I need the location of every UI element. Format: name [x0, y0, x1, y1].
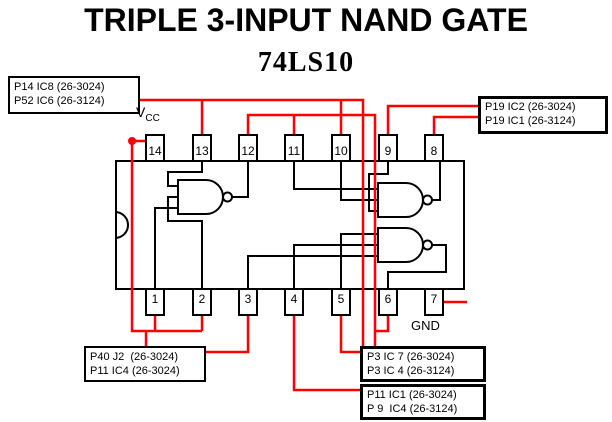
label-line: P19 IC1 (26-3124): [485, 115, 576, 127]
red-wire-bus-to-pin6: [375, 316, 390, 333]
pin-9: 9: [378, 134, 398, 162]
label-line: P14 IC8 (26-3024): [14, 81, 105, 93]
pin-3: 3: [238, 288, 258, 316]
label-line: P40 J2 (26-3024): [90, 351, 179, 363]
vcc-subscript: CC: [145, 112, 160, 124]
pin-14: 14: [145, 134, 165, 162]
red-wire-pin5-to-bottom-mid-box: [339, 316, 360, 354]
pin-5: 5: [331, 288, 351, 316]
chip-part-number: 74LS10: [257, 47, 355, 78]
pin-6: 6: [378, 288, 398, 316]
gnd-label: GND: [411, 318, 440, 333]
vcc-junction-dot: [128, 137, 136, 145]
red-wire-bottom-right-box-to-pin4: [292, 316, 360, 392]
label-line: P3 IC 4 (26-3124): [367, 365, 455, 377]
pin-11: 11: [284, 134, 304, 162]
pin-1: 1: [145, 288, 165, 316]
pin-13: 13: [192, 134, 212, 162]
connection-label-bottom-left: P40 J2 (26-3024) P11 IC4 (26-3024): [84, 346, 206, 382]
pin-2: 2: [192, 288, 212, 316]
label-line: P 9 IC4 (26-3124): [367, 403, 458, 415]
red-wire-top-right-box-to-pin9: [386, 104, 478, 134]
connection-label-bottom-mid: P3 IC 7 (26-3024) P3 IC 4 (26-3124): [360, 346, 486, 382]
connection-label-bottom-right: P11 IC1 (26-3024) P 9 IC4 (26-3124): [360, 384, 486, 420]
pin-10: 10: [331, 134, 351, 162]
pin-8: 8: [424, 134, 444, 162]
label-line: P11 IC1 (26-3024): [367, 389, 457, 401]
vcc-text: V: [136, 104, 146, 120]
red-wire-top-right-box-to-pin8: [432, 115, 478, 134]
connection-label-top-right: P19 IC2 (26-3024) P19 IC1 (26-3124): [478, 96, 608, 134]
red-wire-bottom-left-box-to-pin3: [206, 316, 250, 354]
label-line: P52 IC6 (26-3124): [14, 95, 105, 107]
connection-label-top-left: P14 IC8 (26-3024) P52 IC6 (26-3124): [8, 76, 140, 114]
diagram-title: TRIPLE 3-INPUT NAND GATE: [84, 2, 528, 38]
vcc-label: VCC: [136, 104, 160, 124]
label-line: P19 IC2 (26-3024): [485, 101, 576, 113]
pin-4: 4: [284, 288, 304, 316]
ic-chip-body: [115, 160, 465, 290]
pin-7: 7: [424, 288, 444, 316]
label-line: P11 IC4 (26-3024): [90, 365, 180, 377]
label-line: P3 IC 7 (26-3024): [367, 351, 455, 363]
pin-12: 12: [238, 134, 258, 162]
